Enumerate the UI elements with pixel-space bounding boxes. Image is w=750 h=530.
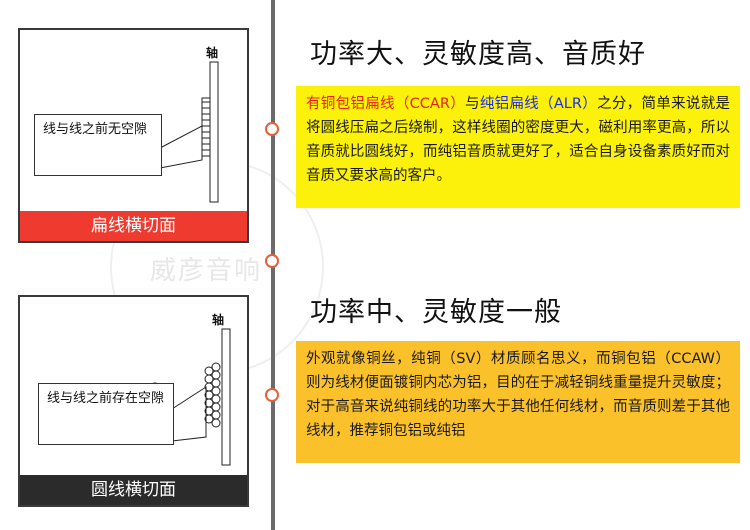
axis-bar: [209, 61, 219, 203]
round-coil-stack: [204, 362, 221, 428]
term-ccar: 有铜包铝扁线（CCAR）: [306, 96, 466, 112]
no-gap-callout: 线与线之前无空隙: [34, 114, 162, 176]
term-alr: 纯铝扁线（ALR）: [479, 96, 598, 112]
flat-wire-label: 扁线横切面: [20, 211, 247, 241]
round-wire-panel: 轴 线与线之前存在空隙 圆线横切面: [18, 295, 249, 507]
timeline-node: [265, 388, 279, 402]
flat-wire-panel: 轴 线与线之前无空隙 扁线横切面: [18, 28, 249, 243]
section1-body: 之分，简单来说就是将圆线压扁之后绕制，这样线圈的密度更大，磁利用率更高，所以音质…: [306, 96, 731, 184]
section2-heading: 功率中、灵敏度一般: [310, 297, 562, 328]
axis-bar: [221, 328, 231, 466]
section1-description: 有铜包铝扁线（CCAR）与纯铝扁线（ALR）之分，简单来说就是将圆线压扁之后绕制…: [296, 86, 740, 208]
timeline-node: [265, 254, 279, 268]
section2-description: 外观就像铜丝，纯铜（SV）材质顾名思义，而铜包铝（CCAW）则为线材便面镀铜内芯…: [296, 341, 740, 463]
gap-callout: 线与线之前存在空隙: [38, 383, 174, 445]
axis-label: 轴: [206, 46, 219, 60]
watermark-text: 威彦音响: [150, 256, 263, 286]
callout-pointer: [159, 125, 203, 169]
section1-heading: 功率大、灵敏度高、音质好: [310, 39, 646, 70]
flat-coil-stack: [201, 97, 211, 157]
callout-pointer: [171, 386, 207, 442]
timeline-node: [265, 122, 279, 136]
axis-label: 轴: [212, 313, 225, 327]
term-joiner: 与: [465, 96, 480, 112]
round-wire-label: 圆线横切面: [20, 475, 247, 505]
